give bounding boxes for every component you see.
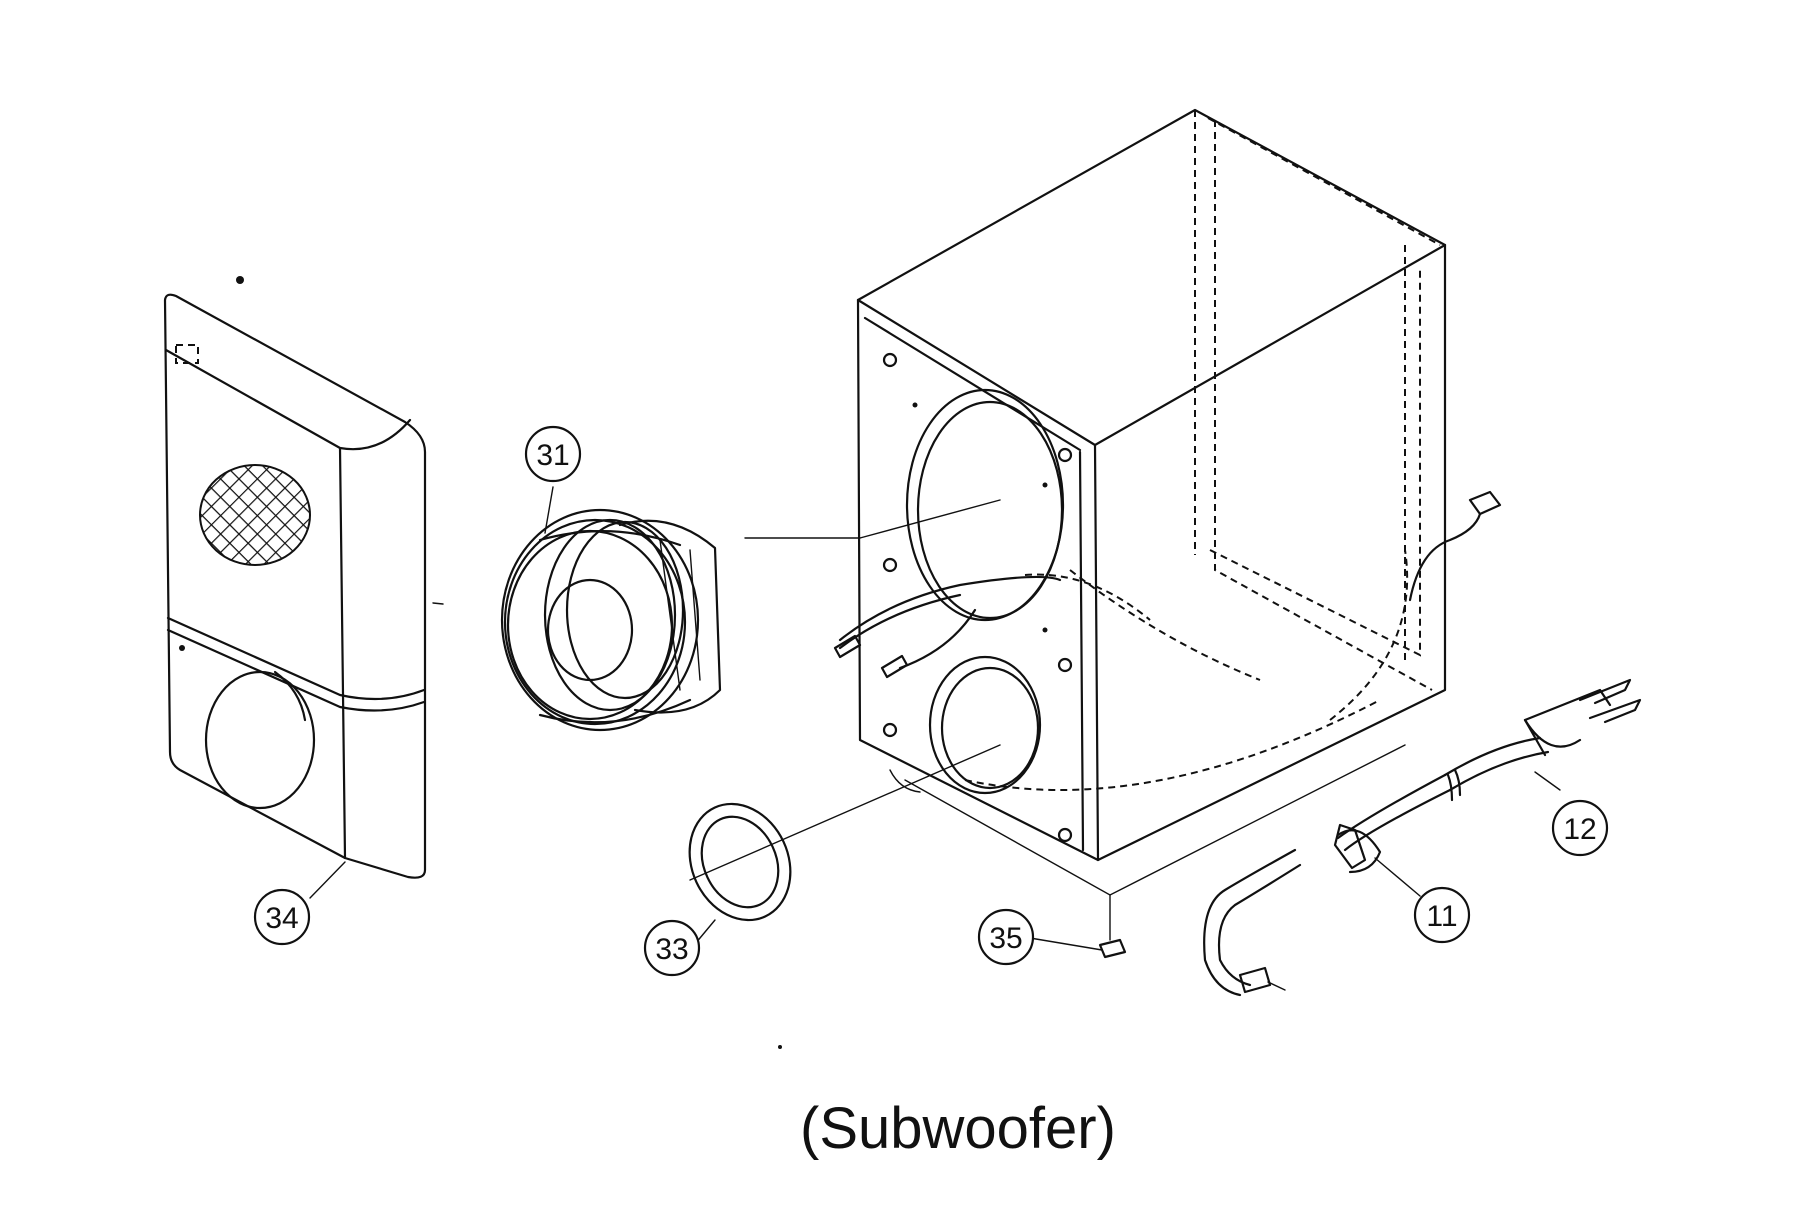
port-ring	[688, 802, 792, 922]
speaker-cabinet	[833, 108, 1502, 941]
callout-31-label: 31	[536, 439, 569, 472]
grille-mesh	[199, 464, 311, 566]
woofer-driver	[500, 508, 722, 732]
foot-pad	[1098, 938, 1127, 959]
cord-clamp	[1333, 823, 1382, 874]
callout-35: 35	[977, 908, 1035, 966]
callout-34-label: 34	[265, 902, 298, 935]
callout-34: 34	[253, 888, 311, 946]
callout-11-label: 11	[1426, 900, 1457, 933]
power-cord	[1203, 678, 1642, 997]
callout-12: 12	[1551, 799, 1609, 857]
callout-11: 11	[1413, 886, 1471, 944]
callout-12-label: 12	[1563, 813, 1596, 846]
front-grille-panel	[163, 276, 444, 879]
callout-31: 31	[524, 425, 582, 483]
leader-lines	[309, 486, 1561, 951]
diagram-caption: (Subwoofer)	[800, 1096, 1116, 1161]
callout-35-label: 35	[989, 922, 1022, 955]
callout-33: 33	[643, 919, 701, 977]
callout-33-label: 33	[655, 933, 688, 966]
